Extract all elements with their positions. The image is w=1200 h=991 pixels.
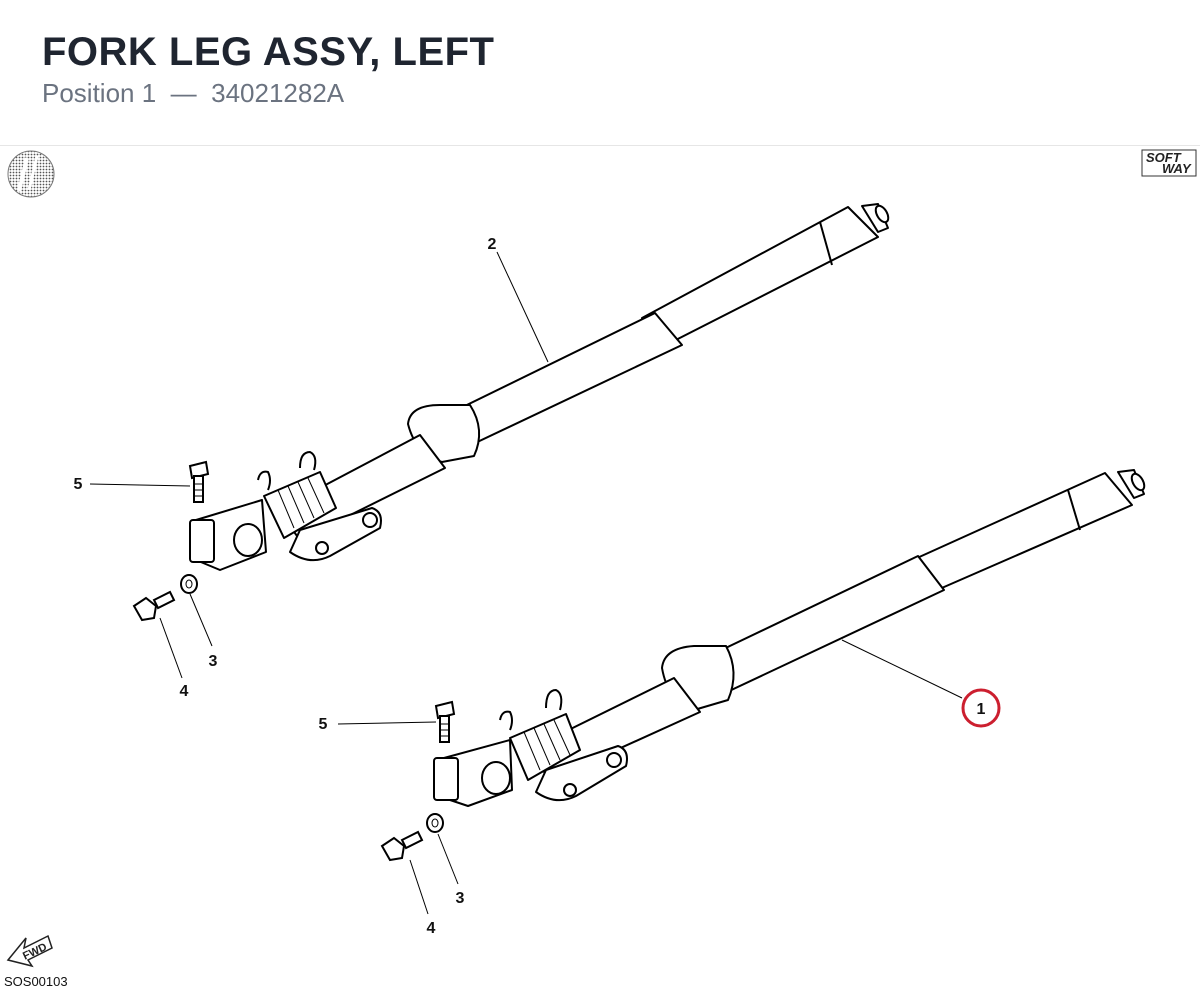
callout-4-upper[interactable]: 4 — [180, 683, 189, 700]
upper-leg-knurled-collar — [263, 471, 337, 539]
lower-leg-knurled-collar — [509, 713, 581, 781]
page-header: FORK LEG ASSY, LEFT Position 1 — 3402128… — [0, 0, 1200, 146]
brand-line-2: WAY — [1162, 161, 1192, 176]
subtitle-separator: — — [170, 78, 197, 108]
callout-5-upper[interactable]: 5 — [74, 476, 83, 493]
lower-leg-mount-lug — [545, 689, 563, 711]
callout-3-upper[interactable]: 3 — [209, 653, 218, 670]
upper-leg-cap-nut — [861, 203, 889, 233]
leader-4-lower — [409, 859, 429, 915]
fork-leg-lower — [433, 469, 1146, 807]
callout-4-lower[interactable]: 4 — [427, 920, 436, 937]
page-title: FORK LEG ASSY, LEFT — [42, 30, 495, 74]
page-subtitle: Position 1 — 34021282A — [42, 78, 344, 109]
callout-1-ring[interactable] — [961, 688, 1001, 728]
lower-leg-top-tube — [905, 472, 1133, 595]
upper-leg-mount-lug — [299, 451, 317, 471]
upper-leg-caliper-bracket — [289, 507, 382, 562]
callout-1[interactable]: 1 — [977, 701, 986, 718]
lower-bleed-screw-4 — [380, 830, 424, 862]
lower-leg-clamp-block — [433, 757, 459, 801]
callout-5-lower[interactable]: 5 — [319, 716, 328, 733]
leader-lines — [89, 251, 963, 915]
softway-brand-mark: SOFT WAY — [1141, 149, 1197, 177]
brand-line-1: SOFT — [1146, 150, 1182, 165]
callout-2[interactable]: 2 — [488, 236, 497, 253]
upper-bolt-5 — [188, 460, 210, 503]
leader-3-upper — [189, 593, 213, 647]
leader-4-upper — [159, 617, 183, 679]
callout-1-highlighted[interactable]: 1 — [961, 688, 1001, 728]
lower-leg-caliper-bracket — [535, 745, 628, 802]
fork-leg-upper — [189, 203, 890, 571]
lower-leg-cap-nut — [1117, 469, 1145, 499]
manufacturer-logo-icon — [7, 150, 55, 198]
leader-5-lower — [337, 721, 437, 725]
forward-direction-arrow-icon: FWD — [6, 934, 53, 968]
upper-leg-top-tube — [641, 206, 879, 347]
upper-leg-clamp-block — [189, 519, 215, 563]
leader-5-upper — [89, 483, 191, 487]
callout-3-lower[interactable]: 3 — [456, 890, 465, 907]
leader-3-lower — [437, 833, 459, 885]
lower-bolt-5 — [434, 700, 456, 743]
upper-bleed-screw-4 — [132, 590, 176, 622]
diagram-ref-code: SOS00103 — [4, 974, 68, 989]
leader-2 — [496, 251, 549, 363]
position-label: Position 1 — [42, 78, 157, 108]
part-number: 34021282A — [211, 78, 345, 108]
leader-1 — [841, 639, 963, 699]
